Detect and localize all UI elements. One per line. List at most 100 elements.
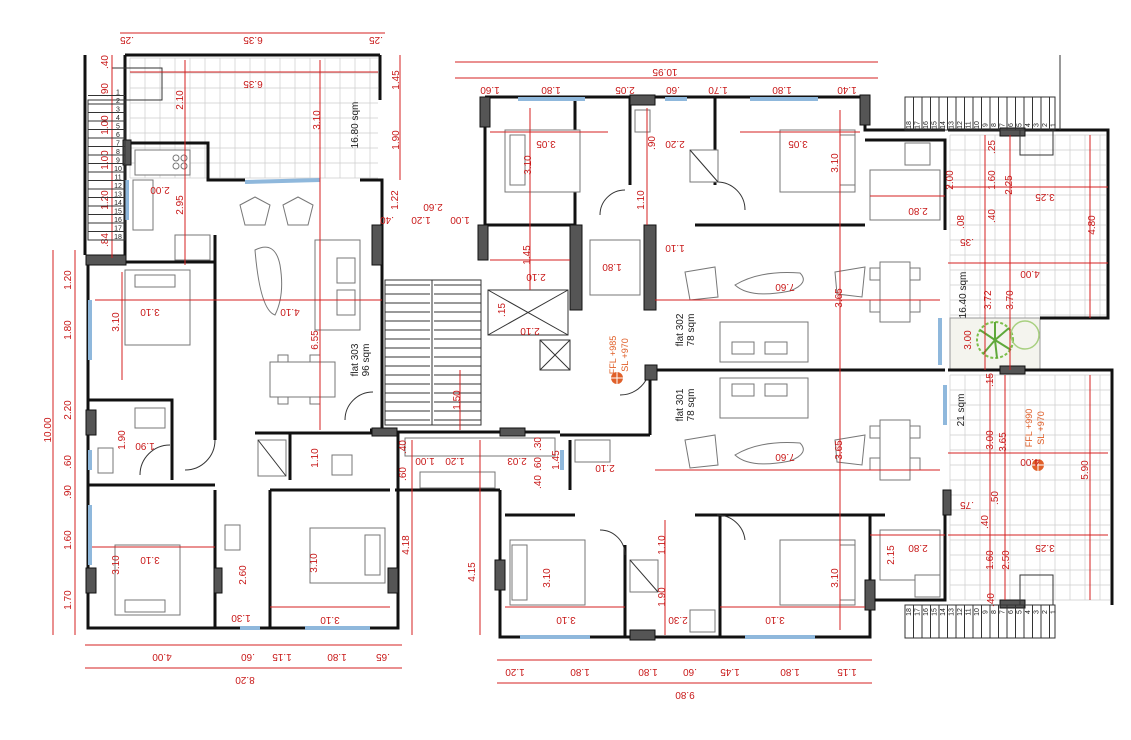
dimension-label: .65 (376, 651, 390, 662)
dimension-label: 3.10 (140, 306, 160, 317)
dimension-label: 9.80 (675, 689, 695, 700)
stair-step-number: 11 (114, 175, 121, 182)
dimension-label: 4.18 (401, 535, 412, 555)
dimension-label: .60 (683, 666, 697, 677)
stair-step-number: 9 (116, 158, 120, 165)
dimension-label: 2.25 (1004, 175, 1015, 195)
dimension-label: 10.00 (43, 417, 54, 442)
stair-step-number: 12 (957, 121, 964, 129)
dimension-label: 3.05 (536, 138, 556, 149)
stair-step-number: 13 (949, 121, 956, 129)
stair-step-number: 4 (116, 115, 120, 122)
dimension-label: 2.00 (945, 170, 956, 190)
dimension-label: 3.65 (834, 440, 845, 460)
dimension-label: 5.90 (1080, 460, 1091, 480)
dimension-label: 1.70 (708, 84, 728, 95)
dimension-label: 3.10 (312, 110, 323, 130)
dimension-label: 4.00 (152, 651, 172, 662)
dimension-label: 1.20 (411, 214, 431, 225)
dimension-label: 1.50 (452, 390, 463, 410)
dimension-label: 1.60 (987, 170, 998, 190)
stair-step-number: 1 (1051, 610, 1058, 614)
dimension-label: 1.60 (63, 530, 74, 550)
stair-step-number: 9 (983, 123, 990, 127)
dimension-label: .60 (63, 455, 74, 469)
dimension-label: 3.10 (523, 155, 534, 175)
dimension-label: 3.10 (111, 555, 122, 575)
stair-step-number: 16 (114, 217, 122, 224)
dimension-label: .60 (398, 467, 409, 481)
dimension-label: 2.60 (423, 201, 443, 212)
dimension-label: 3.25 (1035, 542, 1055, 553)
dimension-label: 2.30 (668, 614, 688, 625)
dimension-label: 1.80 (327, 651, 347, 662)
dimension-label: .25 (987, 140, 998, 154)
stair-step-number: 10 (974, 608, 981, 616)
level-marker-terrace (1032, 459, 1044, 471)
dimension-label: 3.00 (963, 330, 974, 350)
tile-grids (129, 57, 1110, 601)
dimension-label: 3.05 (788, 138, 808, 149)
level-marker-flat-302 (611, 372, 623, 384)
dimension-label: 1.70 (63, 590, 74, 610)
dimension-label: 2.20 (63, 400, 74, 420)
dimension-label: 1.90 (657, 587, 668, 607)
flat-303-walls (83, 53, 400, 630)
stair-step-number: 10 (114, 166, 122, 173)
dimension-label: 3.10 (309, 553, 320, 573)
dimension-label: 1.80 (570, 666, 590, 677)
stair-step-number: 2 (1042, 610, 1049, 614)
dimension-label: .08 (956, 215, 967, 229)
dimension-label: 1.00 (415, 455, 435, 466)
dimension-label: .40 (987, 209, 998, 223)
dimension-label: 3.00 (985, 430, 996, 450)
dimension-label: 1.45 (391, 70, 402, 90)
dimension-label: 2.80 (908, 542, 928, 553)
terrace-301-area: 21 sqm (956, 394, 967, 427)
dimension-label: .30 (533, 437, 544, 451)
dimension-label: 2.60 (238, 565, 249, 585)
dimension-label: 2.20 (665, 138, 685, 149)
dimension-label: 1.22 (390, 190, 401, 210)
stair-step-number: 4 (1025, 610, 1032, 614)
stair-step-number: 16 (923, 121, 930, 129)
dimension-label: .40 (533, 475, 544, 489)
stair-step-number: 10 (974, 121, 981, 129)
balcony-303-area: 16.80 sqm (350, 102, 361, 149)
stair-step-number: 2 (116, 98, 120, 105)
dimension-label: .40 (380, 214, 394, 225)
dimension-label: 1.45 (551, 450, 562, 470)
flat-302-sl: SL +970 (620, 338, 630, 371)
dimension-label: .15 (497, 303, 508, 317)
stair-step-number: 14 (940, 121, 947, 129)
dimension-lines (52, 32, 1108, 684)
dimension-label: 3.70 (1005, 290, 1016, 310)
stair-step-number: 14 (940, 608, 947, 616)
dimension-label: 7.60 (775, 451, 795, 462)
dimension-label: 1.10 (310, 448, 321, 468)
stair-step-number: 4 (1025, 123, 1032, 127)
stair-step-number: 17 (915, 608, 922, 616)
flat-303-furniture (97, 149, 386, 616)
dimension-label: 1.80 (772, 84, 792, 95)
dimension-label: 1.80 (602, 261, 622, 272)
dimension-label: 1.20 (63, 270, 74, 290)
dimension-label: 2.10 (526, 271, 546, 282)
stair-step-number: 1 (1051, 123, 1058, 127)
dimension-label: .35 (960, 236, 974, 247)
stair-step-number: 11 (966, 608, 973, 615)
dimension-label: 3.65 (834, 288, 845, 308)
dimension-label: 7.60 (775, 281, 795, 292)
flat-303-area: 96 sqm (361, 344, 372, 377)
stair-step-number: 8 (991, 123, 998, 127)
stair-step-number: 6 (1008, 610, 1015, 614)
dimension-label: 1.30 (231, 612, 251, 623)
dimension-label: 3.10 (556, 614, 576, 625)
stair-step-number: 3 (116, 107, 120, 114)
flat-301-label: flat 301 (675, 388, 686, 421)
dimension-label: 1.60 (985, 550, 996, 570)
stair-step-number: 18 (906, 608, 913, 616)
dimension-label: 6.35 (243, 78, 263, 89)
dimension-label: .25 (120, 34, 134, 45)
stair-step-number: 15 (932, 608, 939, 616)
